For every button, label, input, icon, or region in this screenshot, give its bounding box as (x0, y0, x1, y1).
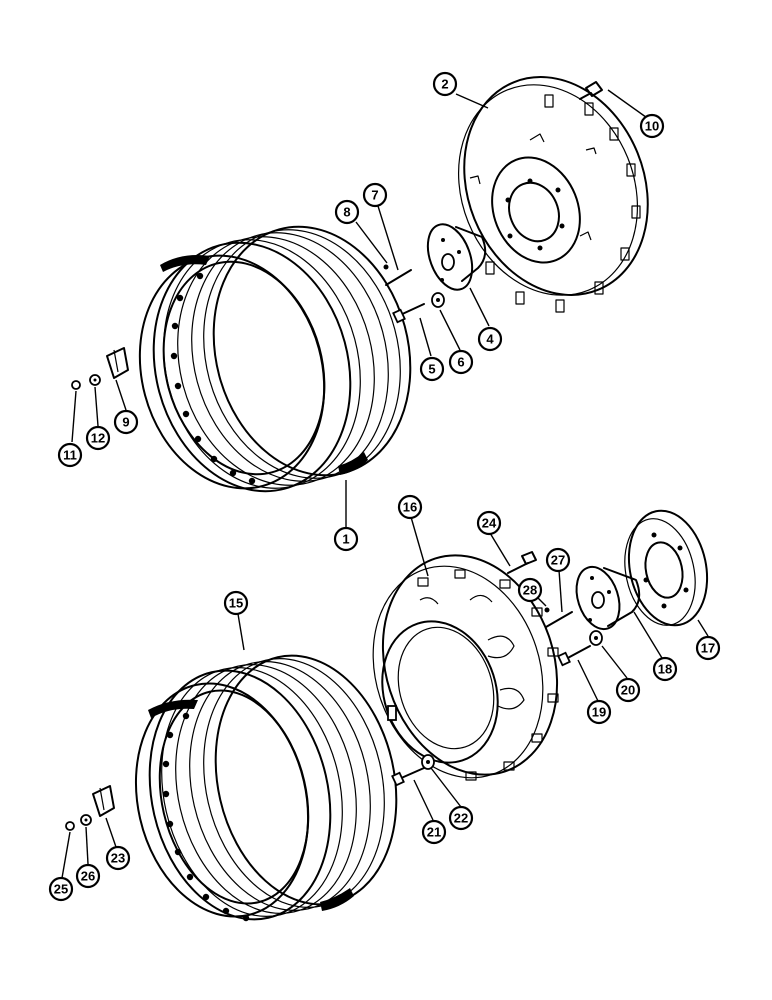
callout-26: 26 (75, 863, 101, 889)
svg-text:8: 8 (343, 205, 350, 220)
svg-text:28: 28 (523, 583, 537, 598)
callout-1: 1 (333, 526, 359, 552)
part-21-bolt (391, 767, 425, 787)
callout-27: 27 (545, 547, 571, 573)
part-27-pin (545, 611, 573, 628)
svg-text:22: 22 (454, 811, 468, 826)
svg-text:11: 11 (63, 448, 77, 463)
svg-text:24: 24 (482, 516, 497, 531)
part-12-washer (89, 374, 101, 386)
svg-text:23: 23 (111, 851, 125, 866)
part-18-lower-hub (575, 565, 641, 631)
callout-20: 20 (615, 677, 641, 703)
callout-24: 24 (476, 510, 502, 536)
part-16-centre-casting (372, 554, 559, 781)
callout-9: 9 (113, 409, 139, 435)
leader-lines (61, 89, 709, 879)
svg-text:19: 19 (592, 705, 606, 720)
callout-15: 15 (223, 590, 249, 616)
svg-text:2: 2 (441, 77, 448, 92)
svg-text:26: 26 (81, 869, 95, 884)
svg-text:5: 5 (428, 362, 435, 377)
svg-text:27: 27 (551, 553, 565, 568)
part-19-bolt (557, 645, 591, 667)
callout-21: 21 (421, 819, 447, 845)
svg-text:18: 18 (658, 662, 672, 677)
svg-text:6: 6 (457, 355, 464, 370)
part-8-ball (383, 264, 389, 270)
callout-2: 2 (432, 71, 458, 97)
callout-23: 23 (105, 845, 131, 871)
part-5-bolt (392, 303, 425, 324)
part-25-nut (65, 821, 75, 831)
callout-17: 17 (695, 635, 721, 661)
part-7-pin (385, 269, 412, 286)
svg-text:16: 16 (403, 500, 417, 515)
callout-18: 18 (652, 656, 678, 682)
svg-text:17: 17 (701, 641, 715, 656)
part-11-nut (71, 380, 81, 390)
part-2-wheel-disc (457, 76, 649, 313)
callout-12: 12 (85, 425, 111, 451)
svg-text:20: 20 (621, 683, 635, 698)
svg-text:1: 1 (342, 532, 349, 547)
callout-25: 25 (48, 876, 74, 902)
callout-22: 22 (448, 805, 474, 831)
callout-8: 8 (334, 199, 360, 225)
part-23-clamp (92, 785, 115, 817)
callout-5: 5 (419, 356, 445, 382)
svg-text:9: 9 (122, 415, 129, 430)
part-20-washer (589, 630, 603, 646)
svg-text:21: 21 (427, 825, 441, 840)
callout-19: 19 (586, 699, 612, 725)
part-9-clamp (106, 347, 129, 379)
callout-28: 28 (517, 577, 543, 603)
part-15-lower-rim (134, 654, 398, 922)
svg-text:7: 7 (371, 188, 378, 203)
svg-text:25: 25 (54, 882, 68, 897)
callout-11: 11 (57, 442, 83, 468)
part-17-hub-flange (624, 509, 709, 627)
svg-text:10: 10 (645, 119, 659, 134)
svg-text:12: 12 (91, 431, 105, 446)
callout-10: 10 (639, 113, 665, 139)
part-26-washer (80, 814, 92, 826)
part-1-upper-rim (138, 225, 412, 493)
callout-7: 7 (362, 182, 388, 208)
svg-text:15: 15 (229, 596, 243, 611)
callout-4: 4 (477, 326, 503, 352)
callout-6: 6 (448, 349, 474, 375)
part-10-bolt (579, 81, 603, 100)
callout-16: 16 (397, 494, 423, 520)
part-4-hub (426, 223, 487, 291)
svg-text:4: 4 (486, 332, 494, 347)
part-22-washer (421, 754, 435, 770)
part-6-washer (431, 292, 445, 308)
part-28-ball (544, 607, 550, 613)
part-24-bolt (507, 551, 537, 574)
